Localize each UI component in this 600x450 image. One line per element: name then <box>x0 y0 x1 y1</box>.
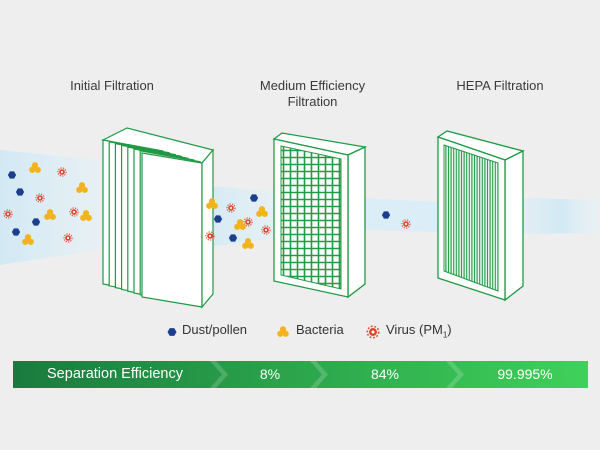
efficiency-title: Separation Efficiency <box>47 366 183 382</box>
legend-dust-label: Dust/pollen <box>182 322 248 337</box>
legend-virus-sub: 1 <box>442 330 448 340</box>
stage-label-medium-line1: Medium Efficiency <box>259 78 366 93</box>
legend-bacteria-label: Bacteria <box>296 322 344 337</box>
efficiency-value-hepa: 99.995% <box>497 366 553 382</box>
legend-virus: Virus (PM1) <box>386 322 452 340</box>
legend-virus-prefix: Virus (PM <box>386 322 443 337</box>
air-stream-inlet <box>0 150 100 265</box>
legend-bacteria: Bacteria <box>296 322 344 337</box>
legend-virus-suffix: ) <box>447 322 452 337</box>
stage-label-medium-line2: Filtration <box>287 94 338 109</box>
legend: Dust/pollen Bacteria Virus (PM1) <box>160 322 490 342</box>
stage-label-initial: Initial Filtration <box>70 78 154 93</box>
efficiency-value-initial: 8% <box>259 366 281 382</box>
legend-dust: Dust/pollen <box>182 322 247 337</box>
medium-efficiency-filter <box>272 132 368 299</box>
legend-virus-label: Virus (PM1) <box>386 322 452 340</box>
stage-label-hepa: HEPA Filtration <box>456 78 544 93</box>
air-stream-outlet <box>520 198 600 234</box>
air-stream-hepa <box>360 198 440 232</box>
pleated-filter <box>101 127 215 309</box>
stage-label-medium: Medium Efficiency Filtration <box>240 78 385 110</box>
efficiency-value-medium: 84% <box>370 366 400 382</box>
hepa-filter <box>436 130 525 302</box>
efficiency-bar <box>13 361 588 388</box>
air-stream-mid <box>200 185 278 248</box>
